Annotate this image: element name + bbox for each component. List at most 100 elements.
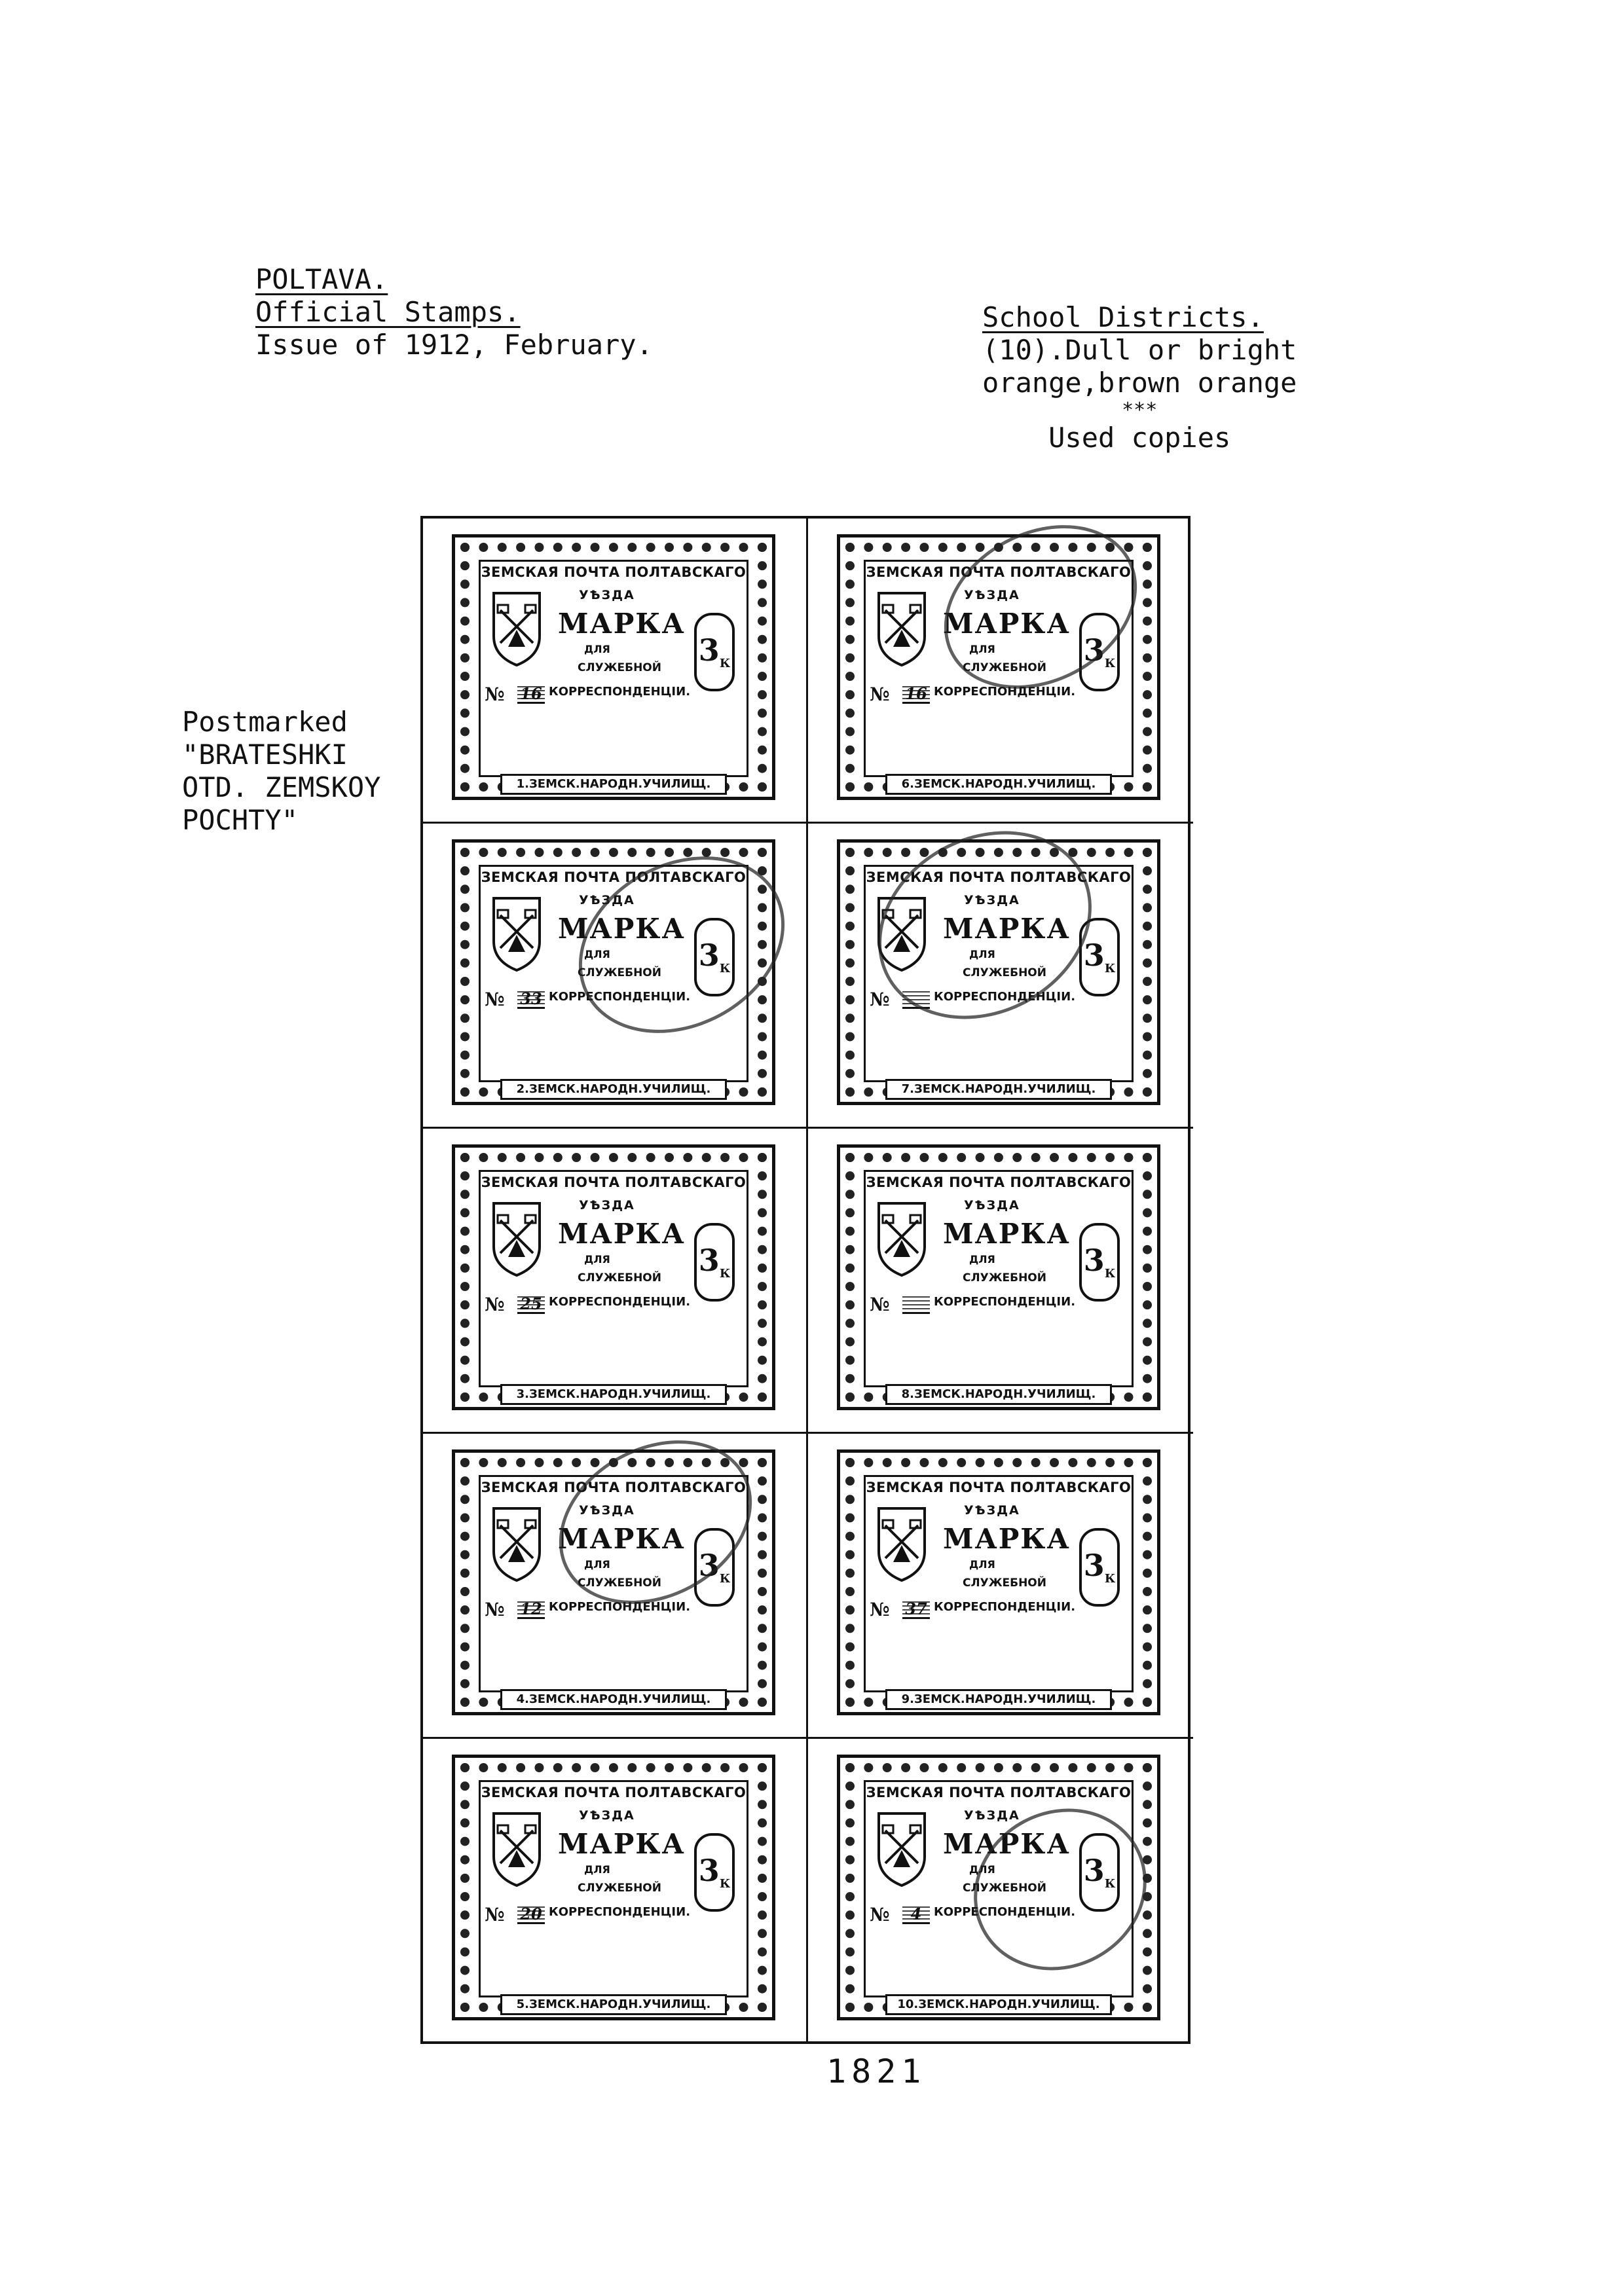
stamp-uezd: УѢЗДА — [964, 893, 1020, 907]
stamp-top-text: ЗЕМСКАЯ ПОЧТА ПОЛТАВСКАГО — [866, 1785, 1132, 1800]
stamp-uezd: УѢЗДА — [964, 1503, 1020, 1518]
stamp-marka: МАРКА — [558, 1828, 686, 1860]
stamp-school-label: 4.ЗЕМСК.НАРОДН.УЧИЛИЩ. — [500, 1689, 727, 1710]
series-title: School Districts. — [982, 301, 1264, 333]
stamp-handwritten-number: 12 — [517, 1601, 545, 1619]
stamp-sluzh: СЛУЖЕБНОЙ — [578, 1576, 661, 1590]
stamp-marka: МАРКА — [943, 1523, 1071, 1555]
stamp-handwritten-number: 16 — [517, 686, 545, 704]
stamp-handwritten-number: 25 — [517, 1296, 545, 1314]
stamp-denomination: 3К — [1079, 1528, 1120, 1607]
stamp-dlya: ДЛЯ — [584, 1253, 610, 1266]
number-sign: № — [485, 1599, 505, 1620]
stamp-handwritten-number — [902, 991, 930, 1009]
stamp-handwritten-number: 33 — [517, 991, 545, 1009]
stamp-handwritten-number: 16 — [902, 686, 930, 704]
stamp-school-label: 9.ЗЕМСК.НАРОДН.УЧИЛИЩ. — [885, 1689, 1112, 1710]
denomination-unit: К — [1104, 1877, 1116, 1891]
issue-date: Issue of 1912, February. — [255, 329, 653, 361]
stamp-korr: КОРРЕСПОНДЕНЦІИ. — [549, 685, 691, 699]
stamp-school-label: 3.ЗЕМСК.НАРОДН.УЧИЛИЩ. — [500, 1384, 727, 1405]
stamp-top-text: ЗЕМСКАЯ ПОЧТА ПОЛТАВСКАГО — [481, 564, 747, 580]
stamp-uezd: УѢЗДА — [964, 1808, 1020, 1823]
stamp: ЗЕМСКАЯ ПОЧТА ПОЛТАВСКАГО УѢЗДА МАРКА ДЛЯ СЛ… — [452, 1144, 775, 1410]
postmark-note-line: "BRATESHKI — [182, 738, 348, 771]
stamp-top-text: ЗЕМСКАЯ ПОЧТА ПОЛТАВСКАГО — [866, 1480, 1132, 1495]
denomination-value: 3 — [1083, 938, 1105, 973]
stamp-korr: КОРРЕСПОНДЕНЦІИ. — [934, 1600, 1076, 1614]
color-note-2: orange,brown orange — [982, 367, 1297, 399]
header-right: School Districts. (10).Dull or bright or… — [982, 301, 1297, 454]
page-number: 1821 — [826, 2052, 927, 2090]
denomination-unit: К — [1104, 657, 1116, 671]
stamp-dlya: ДЛЯ — [584, 1558, 610, 1571]
stamp-album-grid: ЗЕМСКАЯ ПОЧТА ПОЛТАВСКАГО УѢЗДА МАРКА ДЛЯ СЛ… — [420, 492, 1193, 2044]
stamp-sluzh: СЛУЖЕБНОЙ — [578, 1882, 661, 1895]
denomination-unit: К — [719, 962, 731, 976]
stamp-handwritten-number: 37 — [902, 1601, 930, 1619]
postmark-note-line: OTD. ZEMSKOY — [182, 771, 381, 803]
stamp-uezd: УѢЗДА — [579, 1198, 635, 1212]
number-sign: № — [485, 989, 505, 1010]
stamp-marka: МАРКА — [943, 913, 1071, 945]
coat-of-arms-icon — [877, 592, 926, 667]
stamp-uezd: УѢЗДА — [964, 588, 1020, 602]
stamp-sluzh: СЛУЖЕБНОЙ — [578, 1271, 661, 1285]
stamp-dlya: ДЛЯ — [969, 643, 995, 655]
stamp-dlya: ДЛЯ — [969, 948, 995, 960]
stamp-marka: МАРКА — [558, 608, 686, 640]
stamp-denomination: 3К — [694, 1223, 735, 1302]
coat-of-arms-icon — [492, 1202, 541, 1277]
coat-of-arms-icon — [877, 1507, 926, 1582]
stamp-korr: КОРРЕСПОНДЕНЦІИ. — [549, 990, 691, 1004]
stamp-denomination: 3К — [1079, 1833, 1120, 1912]
stamp-uezd: УѢЗДА — [579, 588, 635, 602]
number-sign: № — [870, 1294, 890, 1315]
stamp-handwritten-number: 20 — [517, 1906, 545, 1924]
coat-of-arms-icon — [492, 897, 541, 972]
denomination-unit: К — [1104, 1267, 1116, 1281]
denomination-unit: К — [1104, 962, 1116, 976]
stamp-handwritten-number — [902, 1296, 930, 1314]
header-left: POLTAVA. Official Stamps. Issue of 1912,… — [255, 263, 653, 361]
stamp-denomination: 3К — [694, 918, 735, 996]
denomination-value: 3 — [698, 632, 720, 668]
stamp-denomination: 3К — [1079, 1223, 1120, 1302]
stamp-marka: МАРКА — [558, 1218, 686, 1250]
denomination-unit: К — [719, 1572, 731, 1586]
stamp-sluzh: СЛУЖЕБНОЙ — [963, 1271, 1046, 1285]
coat-of-arms-icon — [492, 592, 541, 667]
stamp-denomination: 3К — [694, 613, 735, 691]
used-copies-note: Used copies — [1048, 422, 1231, 454]
stamp-sluzh: СЛУЖЕБНОЙ — [578, 966, 661, 979]
number-sign: № — [485, 1294, 505, 1315]
stamp-top-text: ЗЕМСКАЯ ПОЧТА ПОЛТАВСКАГО — [481, 1175, 747, 1190]
number-sign: № — [870, 989, 890, 1010]
stamp-sluzh: СЛУЖЕБНОЙ — [963, 966, 1046, 979]
stamp-denomination: 3К — [1079, 918, 1120, 996]
stamp-sluzh: СЛУЖЕБНОЙ — [963, 1882, 1046, 1895]
postmark-note-line: POCHTY" — [182, 804, 299, 836]
color-note-1: (10).Dull or bright — [982, 334, 1297, 366]
stamp-korr: КОРРЕСПОНДЕНЦІИ. — [934, 1905, 1076, 1919]
denomination-value: 3 — [698, 1548, 720, 1583]
denomination-unit: К — [719, 1877, 731, 1891]
stamp-korr: КОРРЕСПОНДЕНЦІИ. — [549, 1905, 691, 1919]
stamp-uezd: УѢЗДА — [964, 1198, 1020, 1212]
denomination-value: 3 — [1083, 1243, 1105, 1278]
stamp-sluzh: СЛУЖЕБНОЙ — [963, 1576, 1046, 1590]
denomination-value: 3 — [698, 1243, 720, 1278]
